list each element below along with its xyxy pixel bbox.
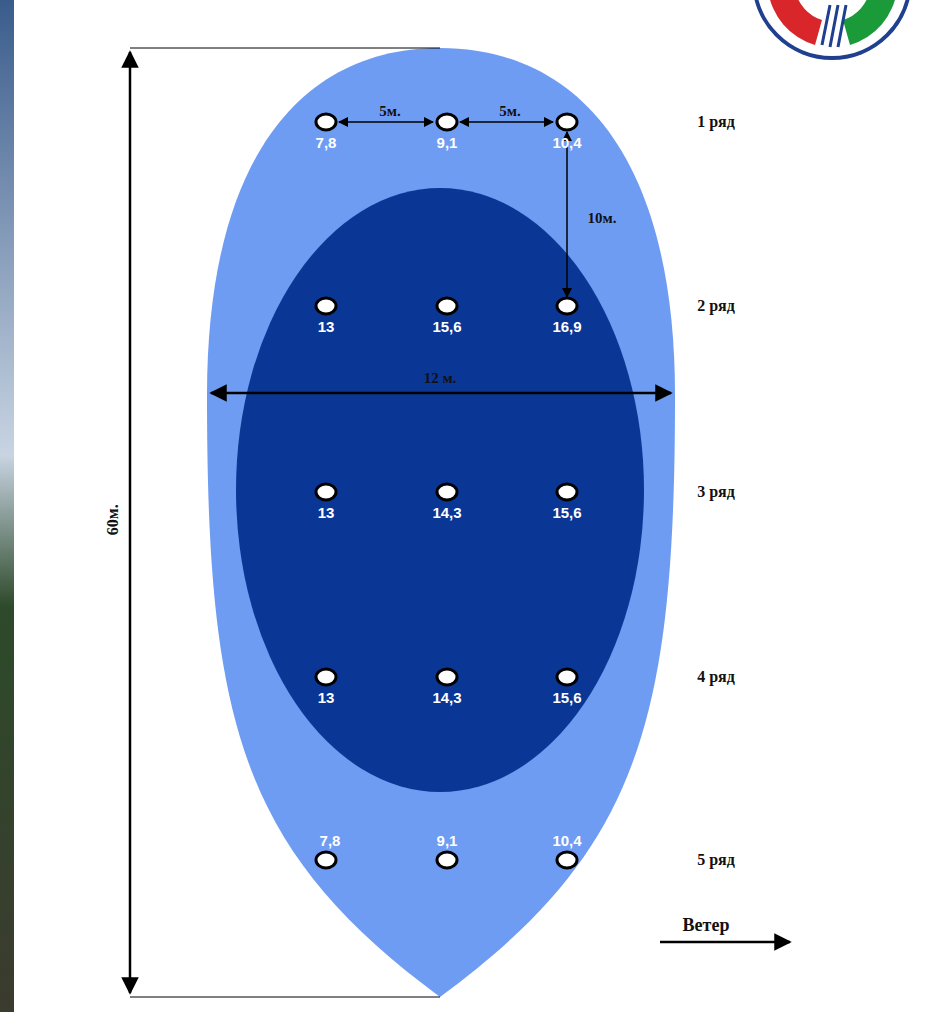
row-label: 3 ряд	[697, 483, 735, 501]
outer-zone	[207, 48, 675, 997]
sampling-point	[437, 484, 457, 500]
dimension-lines	[130, 48, 440, 997]
point-value: 15,6	[432, 319, 461, 336]
point-value: 14,3	[432, 505, 461, 522]
point-value: 9,1	[437, 135, 458, 152]
row-label: 2 ряд	[697, 297, 735, 315]
row-label: 4 ряд	[697, 668, 735, 686]
dimension: 60м.	[103, 505, 121, 536]
inner-zone	[236, 188, 644, 792]
point-value: 7,8	[316, 135, 337, 152]
point-value: 15,6	[552, 505, 581, 522]
point-value: 16,9	[552, 319, 581, 336]
point-value: 15,6	[552, 690, 581, 707]
wind-label: Ветер	[683, 916, 730, 936]
sampling-points	[316, 114, 577, 868]
sampling-point	[316, 484, 336, 500]
sampling-point	[557, 669, 577, 685]
sampling-point	[316, 298, 336, 314]
photo-strip	[0, 0, 14, 1012]
sampling-point	[437, 114, 457, 130]
logo	[754, 0, 910, 58]
sampling-point	[437, 669, 457, 685]
dimension-arrows	[130, 52, 790, 993]
sampling-point	[557, 114, 577, 130]
sampling-point	[557, 484, 577, 500]
point-value: 9,1	[437, 833, 458, 850]
point-value: 7,8	[320, 833, 341, 850]
point-value: 10,4	[552, 135, 581, 152]
point-value: 13	[318, 505, 335, 522]
point-value: 10,4	[552, 833, 581, 850]
point-value: 13	[318, 319, 335, 336]
point-value: 14,3	[432, 690, 461, 707]
sampling-point	[557, 852, 577, 868]
row-label: 1 ряд	[697, 113, 735, 131]
row-label: 5 ряд	[697, 851, 735, 869]
sampling-point	[557, 298, 577, 314]
sampling-point	[316, 852, 336, 868]
sampling-point	[437, 298, 457, 314]
point-value: 13	[318, 690, 335, 707]
sampling-point	[316, 114, 336, 130]
dimension: 5м.	[499, 103, 520, 120]
dimension: 5м.	[379, 103, 400, 120]
dimension: 10м.	[588, 210, 617, 227]
sampling-point	[437, 852, 457, 868]
sampling-point	[316, 669, 336, 685]
dimension: 12 м.	[424, 370, 457, 387]
